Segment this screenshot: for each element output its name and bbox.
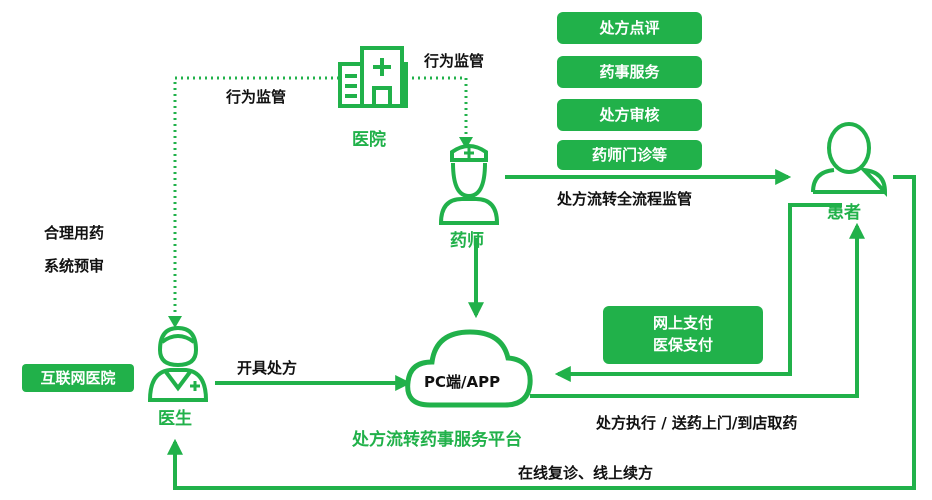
service-pill-prescription-review: 处方点评 — [557, 12, 702, 44]
arrow-patient-to-doctor — [167, 175, 916, 490]
pharmacist-label: 药师 — [450, 231, 484, 251]
platform-name: 处方流转药事服务平台 — [352, 430, 522, 450]
rational-drug-label-line2: 系统预审 — [44, 257, 105, 275]
dotted-arrowhead-doctor — [168, 316, 182, 328]
dotted-line-doctor-hospital — [173, 76, 338, 318]
patient-icon — [811, 122, 888, 197]
doctor-label: 医生 — [158, 409, 192, 429]
payment-online: 网上支付 — [652, 314, 713, 332]
payment-box: 网上支付 医保支付 — [603, 306, 763, 364]
dotted-line-hospital-pharmacist — [406, 76, 468, 138]
doctor-icon — [147, 325, 209, 402]
service-pill-pharmacist-clinic: 药师门诊等 — [557, 140, 702, 170]
patient-label: 患者 — [827, 203, 861, 223]
full-supervision-label: 处方流转全流程监管 — [557, 190, 693, 208]
payment-medical-insurance: 医保支付 — [652, 336, 713, 354]
prescribe-label: 开具处方 — [237, 359, 298, 377]
dotted-arrowhead-pharmacist — [459, 137, 473, 149]
supervision-dotted-lines — [173, 76, 468, 318]
pharmacist-icon — [438, 144, 500, 225]
internet-hospital-tag: 互联网医院 — [22, 364, 134, 392]
hospital-label: 医院 — [352, 130, 386, 150]
execution-label: 处方执行 / 送药上门/到店取药 — [596, 414, 798, 432]
supervision-label-right: 行为监管 — [424, 52, 485, 70]
hospital-icon — [338, 46, 408, 108]
rational-drug-label-line1: 合理用药 — [44, 224, 105, 242]
platform-cloud-label: PC端/APP — [424, 373, 501, 391]
platform-cloud-shape — [405, 329, 533, 408]
arrow-platform-to-patient — [530, 222, 865, 398]
supervision-label-left: 行为监管 — [226, 88, 287, 106]
followup-label: 在线复诊、线上续方 — [518, 464, 654, 482]
arrow-patient-to-platform — [554, 203, 842, 382]
service-pill-prescription-audit: 处方审核 — [557, 99, 702, 131]
service-pill-pharmacy-service: 药事服务 — [557, 56, 702, 88]
